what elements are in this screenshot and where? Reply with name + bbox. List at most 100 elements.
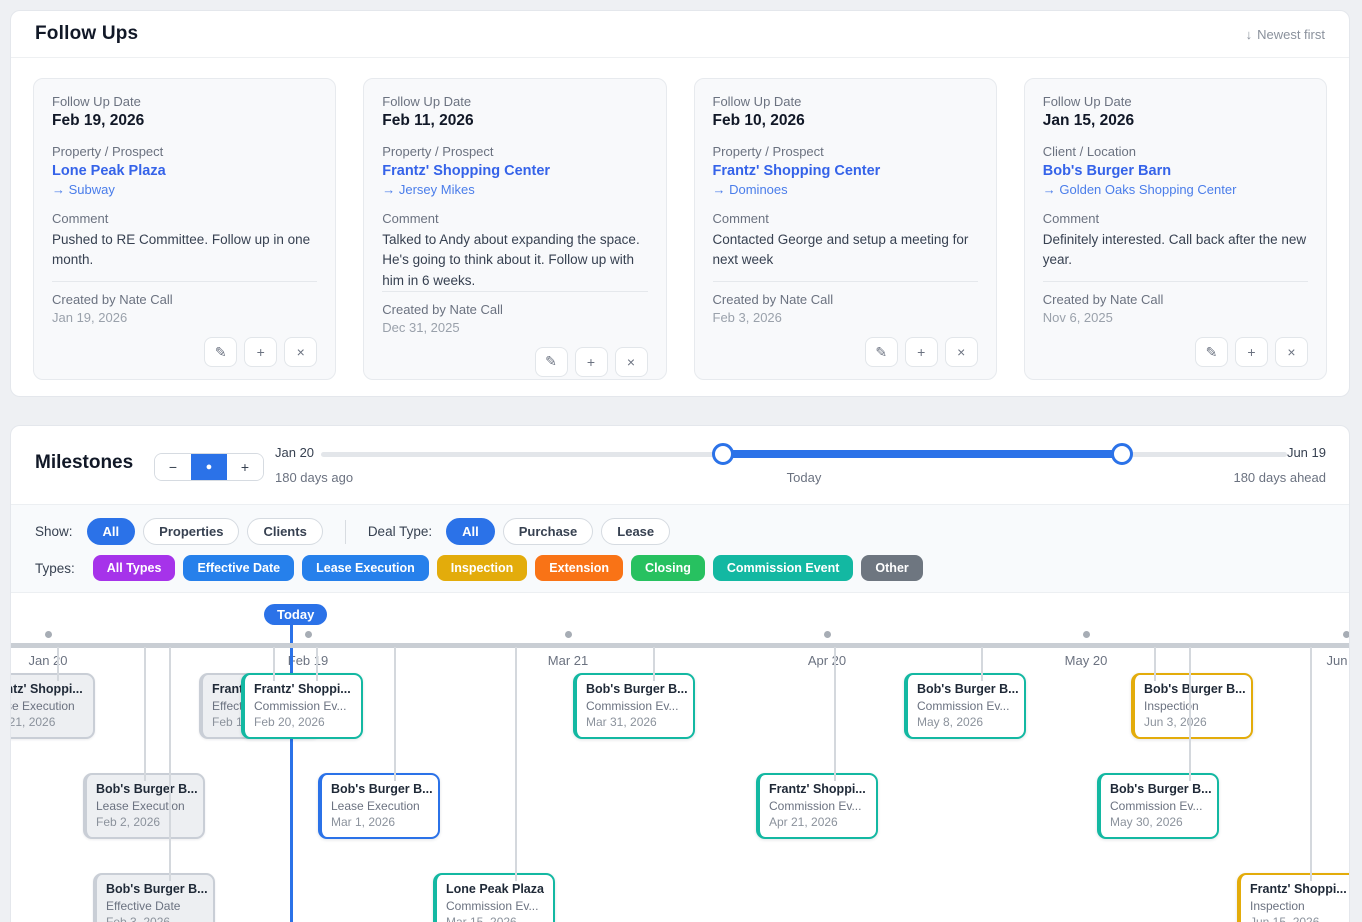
type-filter-inspection[interactable]: Inspection [436, 555, 528, 581]
milestone-date: Apr 21, 2026 [769, 815, 838, 829]
follow-up-primary-link[interactable]: Bob's Burger Barn [1042, 163, 1172, 179]
follow-up-secondary-link[interactable]: → Jersey Mikes [382, 182, 475, 197]
milestone-type: Effective Date [106, 899, 181, 913]
milestone-date: Mar 31, 2026 [586, 715, 657, 729]
type-filter-extension[interactable]: Extension [535, 555, 624, 581]
edit-button[interactable]: ✎ [204, 337, 238, 367]
types-filter-label: Types: [35, 560, 75, 576]
delete-button[interactable]: × [614, 346, 648, 377]
axis-tick-dot [1342, 631, 1349, 638]
type-filter-closing[interactable]: Closing [631, 555, 705, 581]
follow-up-link-label: Property / Prospect [382, 144, 494, 159]
edit-button[interactable]: ✎ [1195, 337, 1228, 367]
milestone-type: Inspection [1250, 899, 1305, 913]
spacer [1043, 271, 1308, 282]
milestone-card[interactable]: Bob's Burger B...Commission Ev...May 8, … [904, 673, 1026, 739]
deal-type-filter-lease[interactable]: Lease [601, 518, 671, 545]
delete-button[interactable]: × [284, 337, 318, 367]
follow-up-secondary-link[interactable]: → Golden Oaks Shopping Center [1042, 182, 1237, 197]
milestone-title: Bob's Burger B... [331, 782, 433, 796]
zoom-in-button[interactable]: + [227, 454, 263, 480]
follow-up-date-value: Feb 19, 2026 [52, 112, 145, 129]
deal-type-filter-all[interactable]: All [446, 518, 495, 545]
follow-up-primary-link[interactable]: Lone Peak Plaza [52, 163, 166, 179]
milestone-connector-line [57, 647, 59, 681]
card-divider [382, 290, 648, 292]
card-divider [712, 281, 978, 282]
add-button[interactable]: + [904, 337, 938, 367]
milestones-panel: Milestones − ● + Jan 20 180 days ago Tod… [10, 425, 1350, 922]
milestone-date: Mar 15, 2026 [446, 915, 517, 922]
zoom-reset-button[interactable]: ● [191, 454, 227, 480]
add-button[interactable]: + [574, 346, 608, 377]
milestone-card[interactable]: Bob's Burger B...Commission Ev...Mar 31,… [573, 673, 695, 739]
deal-type-filter-purchase[interactable]: Purchase [502, 518, 594, 545]
follow-ups-title: Follow Ups [35, 23, 139, 44]
show-filter-all[interactable]: All [86, 518, 136, 545]
delete-button[interactable]: × [1275, 337, 1308, 367]
created-by-text: Created by Nate Call [382, 301, 503, 317]
show-filter-clients[interactable]: Clients [247, 518, 323, 545]
range-slider-handle-left[interactable] [712, 443, 734, 465]
card-divider [1042, 281, 1308, 282]
axis-tick-label: Jan 20 [28, 653, 68, 668]
created-date-text: Nov 6, 2025 [1042, 310, 1113, 325]
created-by-text: Created by Nate Call [52, 292, 173, 307]
edit-button[interactable]: ✎ [864, 337, 898, 367]
milestone-connector-line [316, 647, 318, 681]
today-marker-pill: Today [264, 604, 328, 625]
follow-ups-panel: Follow Ups ↓ Newest first Follow Up Date… [10, 10, 1350, 397]
axis-tick-dot [304, 631, 312, 638]
milestone-card[interactable]: Frantz' Shoppi...Commission Ev...Apr 21,… [756, 773, 878, 839]
type-filter-lease-execution[interactable]: Lease Execution [302, 555, 429, 581]
milestone-card[interactable]: Bob's Burger B...Commission Ev...May 30,… [1097, 773, 1219, 839]
milestone-connector-line [1310, 647, 1312, 881]
add-button[interactable]: + [244, 337, 278, 367]
milestone-title: Lone Peak Plaza [446, 882, 544, 896]
spacer [713, 271, 978, 282]
follow-up-primary-link[interactable]: Frantz' Shopping Center [712, 163, 881, 179]
zoom-out-button[interactable]: − [155, 454, 191, 480]
follow-up-primary-link[interactable]: Frantz' Shopping Center [382, 163, 551, 179]
comment-text: Contacted George and setup a meeting for… [712, 232, 969, 268]
delete-button[interactable]: × [944, 337, 978, 367]
show-filter-label: Show: [35, 524, 73, 539]
milestone-title: Bob's Burger B... [106, 882, 208, 896]
milestone-title: Bob's Burger B... [1144, 682, 1246, 696]
type-filter-effective-date[interactable]: Effective Date [183, 555, 295, 581]
show-filter-properties[interactable]: Properties [143, 518, 240, 545]
follow-up-date-value: Feb 11, 2026 [382, 112, 474, 129]
follow-up-secondary-link[interactable]: → Dominoes [712, 182, 788, 197]
edit-button[interactable]: ✎ [534, 346, 568, 377]
follow-up-link-label: Property / Prospect [52, 144, 164, 159]
sort-control[interactable]: ↓ Newest first [1246, 27, 1325, 42]
spacer [52, 271, 317, 282]
milestone-date: May 30, 2026 [1110, 815, 1183, 829]
milestone-card[interactable]: Frantz' Shoppi...Lease ExecutionJan 21, … [11, 673, 95, 739]
range-end-sublabel: 180 days ahead [1233, 470, 1326, 485]
milestone-type: Commission Ev... [1110, 799, 1203, 813]
milestone-type: Commission Ev... [446, 899, 539, 913]
range-slider-handle-right[interactable] [1111, 443, 1133, 465]
milestone-date: Feb 2, 2026 [96, 815, 161, 829]
add-button[interactable]: + [1235, 337, 1268, 367]
type-filter-commission-event[interactable]: Commission Event [712, 555, 854, 581]
follow-up-date-label: Follow Up Date [1042, 94, 1132, 109]
follow-up-date-value: Feb 10, 2026 [712, 112, 805, 129]
type-filter-other[interactable]: Other [861, 555, 923, 581]
type-filter-all-types[interactable]: All Types [92, 555, 176, 581]
follow-up-secondary-link[interactable]: → Subway [52, 182, 115, 197]
milestone-card[interactable]: Frantz' Shoppi...Commission Ev...Feb 20,… [241, 673, 363, 739]
milestone-connector-line [1154, 647, 1156, 681]
